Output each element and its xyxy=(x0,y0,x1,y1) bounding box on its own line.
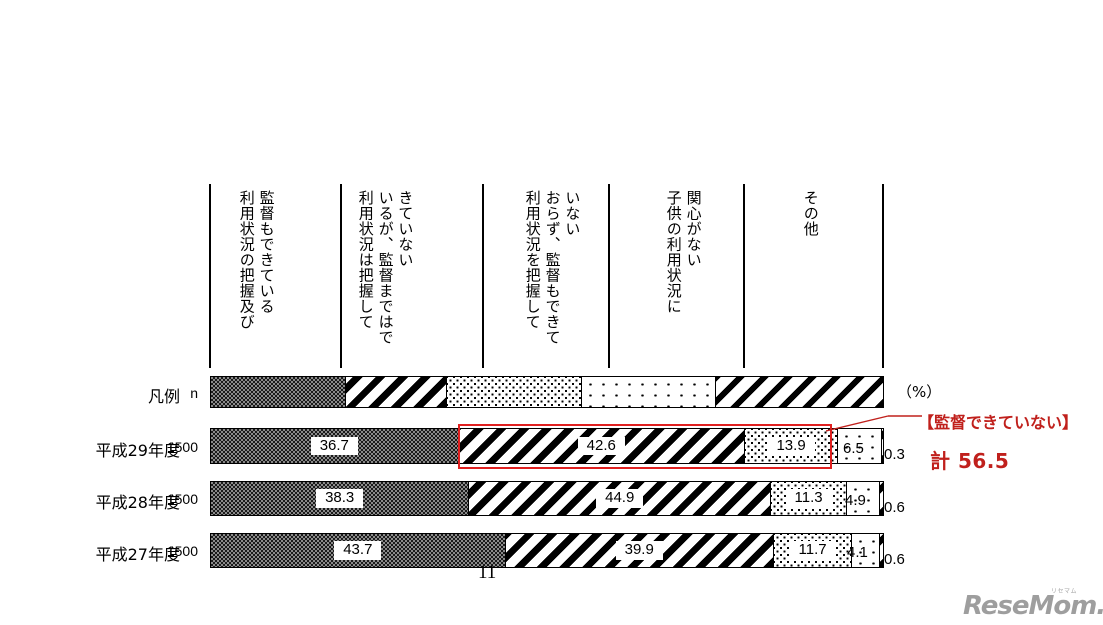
bar-segment-monitoring-ok: 43.7 xyxy=(211,534,505,567)
column-divider xyxy=(882,184,884,368)
bar-segment-monitoring-ok: 36.7 xyxy=(211,429,458,463)
bar-segment-aware-not-monitoring: 44.9 xyxy=(468,482,771,515)
annotation-bracket-text: 【監督できていない】 xyxy=(918,413,1079,432)
annotation-leader-line xyxy=(826,415,922,432)
category-label-no-interest: 関心がない 子供の利用状況に xyxy=(664,190,703,314)
page-number: 11 xyxy=(478,562,497,583)
column-divider xyxy=(743,184,745,368)
bar-segment-no-interest xyxy=(837,429,881,463)
bar-value-no-interest-h27: 4.1 xyxy=(847,544,868,561)
row-n-h28: 1500 xyxy=(166,491,198,507)
bar-value-no-interest-h28: 4.9 xyxy=(845,492,866,509)
category-label-neither: いない おらず、監督もできて 利用状況を把握して xyxy=(523,190,582,345)
bar-value-aware-not-monitoring: 44.9 xyxy=(596,489,644,508)
bar-value-neither: 11.3 xyxy=(785,489,832,508)
bar-segment-aware-not-monitoring: 39.9 xyxy=(504,534,773,567)
bar-segment-neither: 11.3 xyxy=(770,482,847,515)
row-label-legend: 凡例 xyxy=(147,387,180,406)
row-label-h27: 平成27年度 xyxy=(95,545,180,564)
row-n-h29: 1500 xyxy=(166,439,198,455)
bar-value-monitoring-ok: 43.7 xyxy=(334,541,382,560)
bar-segment-monitoring-ok: 38.3 xyxy=(211,482,469,515)
bar-row-h27: 43.7 39.9 11.7 xyxy=(210,533,884,568)
bar-value-no-interest-h29: 6.5 xyxy=(843,440,864,457)
bar-segment-other xyxy=(880,429,883,463)
bar-value-monitoring-ok: 38.3 xyxy=(316,489,364,508)
annotation-highlight-box xyxy=(458,424,832,469)
bar-value-aware-not-monitoring: 42.6 xyxy=(577,436,625,456)
bar-value-neither: 11.7 xyxy=(789,541,836,560)
bar-segment-no-interest xyxy=(846,482,879,515)
bar-value-other-h29: 0.3 xyxy=(884,446,905,463)
row-n-h27: 1500 xyxy=(166,543,198,559)
category-label-monitoring-ok: 監督もできている 利用状況の把握及び xyxy=(237,190,276,330)
bar-segment-aware-not-monitoring: 42.6 xyxy=(457,429,744,463)
annotation-total-text: 計 56.5 xyxy=(930,449,1010,473)
bar-segment-neither: 11.7 xyxy=(772,534,852,567)
percent-unit-label: （%） xyxy=(897,383,942,401)
row-label-h29: 平成29年度 xyxy=(95,441,180,460)
legend-swatch-neither xyxy=(446,377,581,407)
bar-value-neither: 13.9 xyxy=(767,436,815,456)
row-n-legend: n xyxy=(190,385,198,401)
bar-segment-other xyxy=(878,482,883,515)
legend-swatch-no-interest xyxy=(580,377,715,407)
bar-row-h29: 36.7 42.6 13.9 xyxy=(210,428,884,464)
legend-swatch-monitoring-ok xyxy=(211,377,346,407)
bar-value-other-h28: 0.6 xyxy=(884,499,905,516)
watermark-brand: ReseMom. xyxy=(963,591,1103,621)
category-label-aware-not-monitoring: きていない いるが、監督まではで 利用状況は把握して xyxy=(356,190,415,345)
watermark-kana: リセマム xyxy=(1051,588,1078,595)
resemom-watermark: リセマム ReseMom. xyxy=(963,586,1103,621)
bar-value-other-h27: 0.6 xyxy=(884,551,905,568)
legend-bar xyxy=(210,376,884,408)
column-divider xyxy=(482,184,484,368)
bar-row-h28: 38.3 44.9 11.3 xyxy=(210,481,884,516)
legend-swatch-other xyxy=(714,377,883,407)
bar-value-monitoring-ok: 36.7 xyxy=(310,436,358,456)
column-divider xyxy=(340,184,342,368)
row-label-h28: 平成28年度 xyxy=(95,493,180,512)
column-divider xyxy=(209,184,211,368)
bar-segment-neither: 13.9 xyxy=(743,429,838,463)
bar-value-aware-not-monitoring: 39.9 xyxy=(615,541,663,560)
category-label-other: その他 xyxy=(801,190,820,237)
bar-segment-other xyxy=(878,534,883,567)
legend-swatch-aware-not-monitoring xyxy=(345,377,447,407)
column-divider xyxy=(608,184,610,368)
bar-segment-no-interest xyxy=(851,534,879,567)
